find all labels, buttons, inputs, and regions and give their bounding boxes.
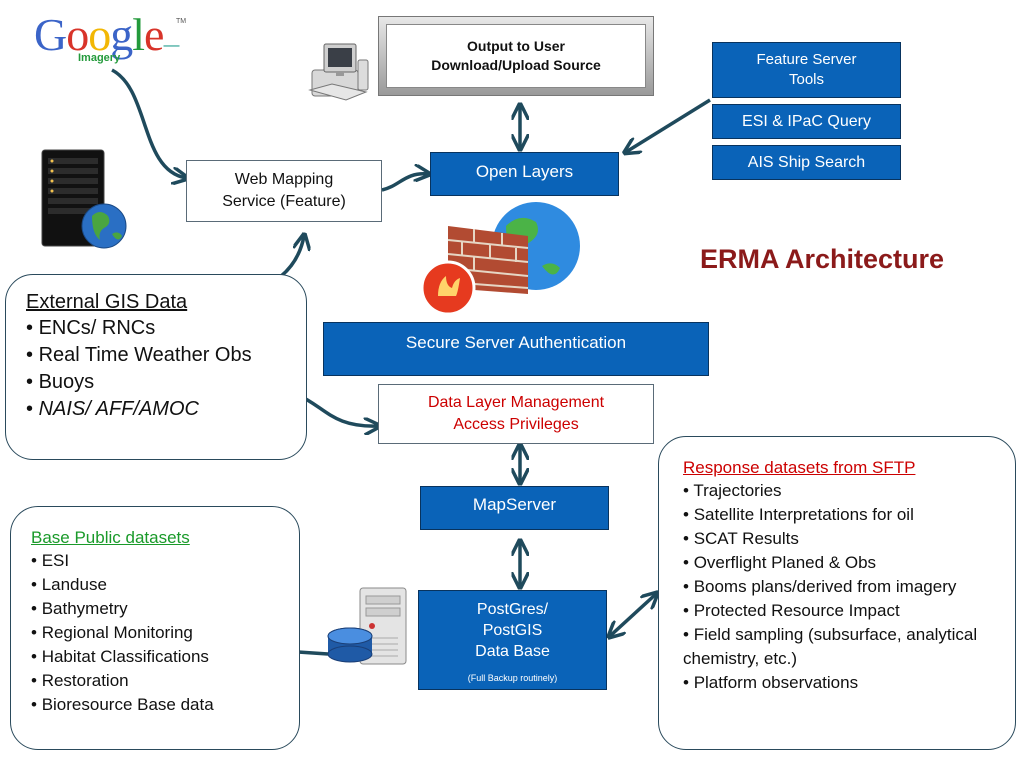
list-item: • Restoration	[31, 671, 129, 690]
external-gis-heading: External GIS Data	[26, 291, 188, 313]
base-public-datasets-panel: Base Public datasets • ESI • Landuse • B…	[10, 506, 300, 750]
list-item: • Overflight Planed & Obs	[683, 553, 877, 572]
list-item: • Trajectories	[683, 481, 782, 500]
output-line1: Output to User	[467, 38, 565, 54]
postgres-line1: PostGres/	[476, 601, 549, 618]
open-layers-box: Open Layers	[430, 152, 619, 196]
external-gis-list: • ENCs/ RNCs • Real Time Weather Obs • B…	[26, 315, 306, 423]
output-to-user-box: Output to User Download/Upload Source	[378, 16, 654, 96]
web-mapping-line1: Web Mapping	[234, 171, 334, 188]
page-title: ERMA Architecture	[700, 244, 945, 274]
list-item: • SCAT Results	[683, 529, 799, 548]
server-rack-icon	[41, 149, 127, 249]
list-item: • Landuse	[31, 575, 107, 594]
arrow-google-to-webmapping	[111, 68, 186, 178]
base-public-heading: Base Public datasets	[31, 528, 190, 547]
arrow-featuretools-to-openlayers	[626, 98, 711, 152]
list-item: • Protected Resource Impact	[683, 601, 900, 620]
arrow-webmapping-to-openlayers	[381, 174, 428, 192]
list-item: • Bioresource Base data	[31, 695, 214, 714]
list-item: • Field sampling (subsurface, analytical…	[683, 625, 978, 668]
feature-server-line2: Tools	[788, 71, 825, 88]
list-item: • Real Time Weather Obs	[26, 344, 252, 366]
computer-icon	[308, 43, 369, 101]
data-layer-line1: Data Layer Management	[427, 394, 605, 411]
mapserver-box: MapServer	[420, 486, 609, 530]
google-imagery-logo: Google— Imagery TM	[34, 12, 204, 72]
google-imagery-sublabel: Imagery	[78, 52, 121, 64]
firewall-icon	[420, 202, 580, 316]
response-datasets-panel: Response datasets from SFTP • Trajectori…	[658, 436, 1016, 750]
output-line2: Download/Upload Source	[431, 57, 601, 73]
ais-ship-search-box: AIS Ship Search	[712, 145, 901, 180]
data-layer-management-box: Data Layer Management Access Privileges	[378, 384, 654, 444]
list-item: • ESI	[31, 551, 70, 570]
database-server-icon	[327, 587, 407, 665]
response-list: • Trajectories • Satellite Interpretatio…	[683, 479, 1001, 695]
list-item: • Satellite Interpretations for oil	[683, 505, 914, 524]
external-gis-data-panel: External GIS Data • ENCs/ RNCs • Real Ti…	[5, 274, 307, 460]
list-item: • Habitat Classifications	[31, 647, 209, 666]
postgres-backup-note: (Full Backup routinely)	[467, 673, 558, 683]
feature-server-tools-box: Feature Server Tools	[712, 42, 901, 98]
list-item: • Bathymetry	[31, 599, 128, 618]
google-trademark: TM	[176, 18, 187, 25]
list-item: • Booms plans/derived from imagery	[683, 577, 957, 596]
list-item: • ENCs/ RNCs	[26, 317, 156, 339]
list-item: • Platform observations	[683, 673, 859, 692]
base-public-list: • ESI • Landuse • Bathymetry • Regional …	[31, 549, 299, 717]
list-item: • NAIS/ AFF/AMOC	[26, 398, 199, 420]
postgres-line2: PostGIS	[482, 622, 543, 639]
response-heading: Response datasets from SFTP	[683, 458, 916, 477]
postgres-postgis-database-box: PostGres/ PostGIS Data Base (Full Backup…	[418, 590, 607, 690]
postgres-line3: Data Base	[475, 643, 550, 660]
secure-server-authentication-box: Secure Server Authentication	[323, 322, 709, 376]
google-wordmark: Google—	[34, 9, 179, 60]
list-item: • Regional Monitoring	[31, 623, 193, 642]
esi-ipac-query-box: ESI & IPaC Query	[712, 104, 901, 139]
feature-server-line1: Feature Server	[756, 51, 857, 68]
web-mapping-line2: Service (Feature)	[222, 193, 346, 210]
arrow-postgres-response	[610, 594, 656, 636]
web-mapping-service-box: Web Mapping Service (Feature)	[186, 160, 382, 222]
data-layer-line2: Access Privileges	[453, 416, 579, 433]
list-item: • Buoys	[26, 371, 95, 393]
